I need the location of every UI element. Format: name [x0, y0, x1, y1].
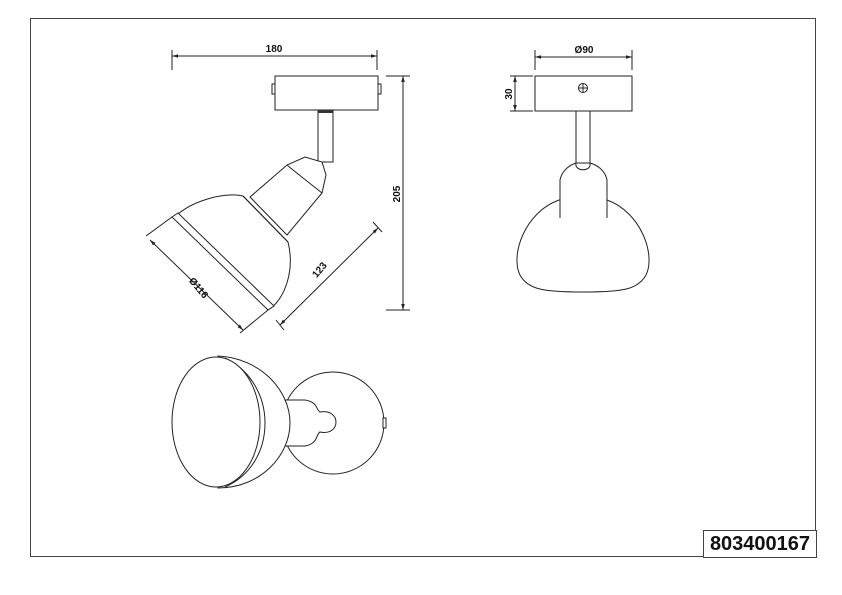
canopy-diameter-label: Ø90: [575, 45, 594, 56]
shade-neck: [282, 399, 337, 447]
shade-bulb: [516, 199, 650, 293]
height-dimension-label: 205: [392, 185, 403, 202]
front-view: Ø90 30: [504, 45, 650, 293]
shade-diameter-dimension-line: [149, 239, 244, 331]
canopy: [274, 75, 379, 111]
shade-diameter-label: Ø116: [186, 276, 210, 302]
canopy-height-label: 30: [504, 88, 515, 100]
shade-length-dimension-line: [279, 227, 379, 326]
drawing-frame: [30, 18, 816, 557]
stem: [317, 109, 334, 163]
shade-opening: [171, 356, 261, 488]
article-number: 803400167: [703, 530, 817, 558]
canopy: [534, 75, 633, 112]
side-view: 180 205 Ø116 123: [145, 44, 410, 334]
width-dimension-label: 180: [266, 44, 283, 55]
top-view: [171, 355, 387, 489]
shade-neck: [559, 162, 608, 218]
stem: [575, 110, 591, 166]
screw-icon: [578, 83, 588, 93]
shade-length-label: 123: [311, 260, 330, 280]
